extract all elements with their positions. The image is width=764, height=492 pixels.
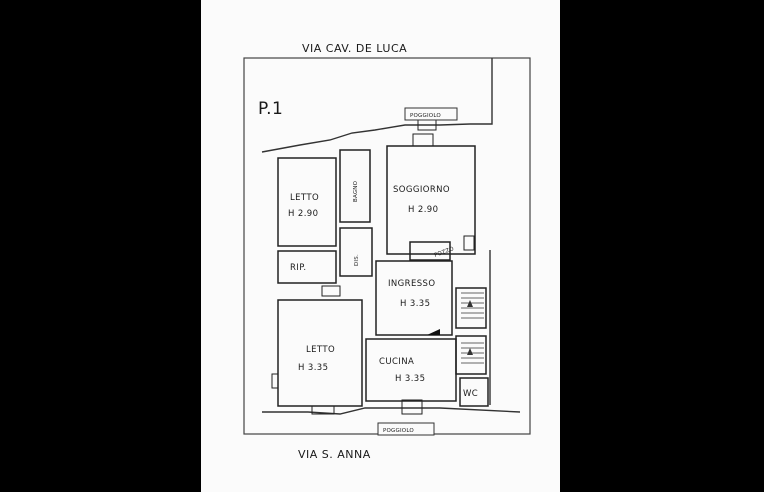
poggiolo-top-box	[404, 107, 458, 121]
wc-name: WC	[463, 389, 478, 399]
room-bagno	[339, 149, 371, 223]
fireplace-mark	[427, 329, 440, 335]
street-top-label: VIA CAV. DE LUCA	[302, 42, 407, 55]
room-soggiorno	[386, 145, 476, 255]
room-cucina	[365, 338, 457, 402]
letto-bottom-height: H 3.35	[298, 363, 328, 373]
street-bottom-label: VIA S. ANNA	[298, 448, 371, 461]
building-outline	[261, 58, 521, 415]
stair-steps	[461, 292, 484, 364]
paper-sheet	[201, 0, 560, 492]
cucina-name: CUCINA	[379, 357, 414, 367]
ingresso-name: INGRESSO	[388, 279, 435, 289]
poggiolo-top-label: POGGIOLO	[410, 113, 441, 119]
soggiorno-name: SOGGIORNO	[393, 185, 450, 195]
room-dis	[339, 227, 373, 277]
openings	[271, 119, 475, 415]
floor-label: P.1	[258, 99, 283, 119]
letto-bottom-name: LETTO	[306, 345, 335, 355]
rip-name: RIP.	[290, 263, 307, 273]
room-small	[409, 241, 451, 261]
stair-top	[455, 287, 487, 329]
small-room-name: POZZO	[434, 246, 456, 259]
letto-top-name: LETTO	[290, 193, 319, 203]
room-wc	[459, 377, 489, 407]
room-letto-top	[277, 157, 337, 247]
soggiorno-height: H 2.90	[408, 205, 438, 215]
stair-arrows	[467, 300, 473, 355]
room-rip	[277, 250, 337, 284]
poggiolo-bottom-label: POGGIOLO	[383, 428, 414, 434]
room-ingresso	[375, 260, 453, 336]
dis-name: DIS.	[354, 254, 360, 266]
stair-bottom	[455, 335, 487, 375]
poggiolo-bottom-box	[377, 422, 435, 436]
ingresso-height: H 3.35	[400, 299, 430, 309]
cucina-height: H 3.35	[395, 374, 425, 384]
letto-top-height: H 2.90	[288, 209, 318, 219]
bagno-name: BAGNO	[353, 180, 359, 202]
